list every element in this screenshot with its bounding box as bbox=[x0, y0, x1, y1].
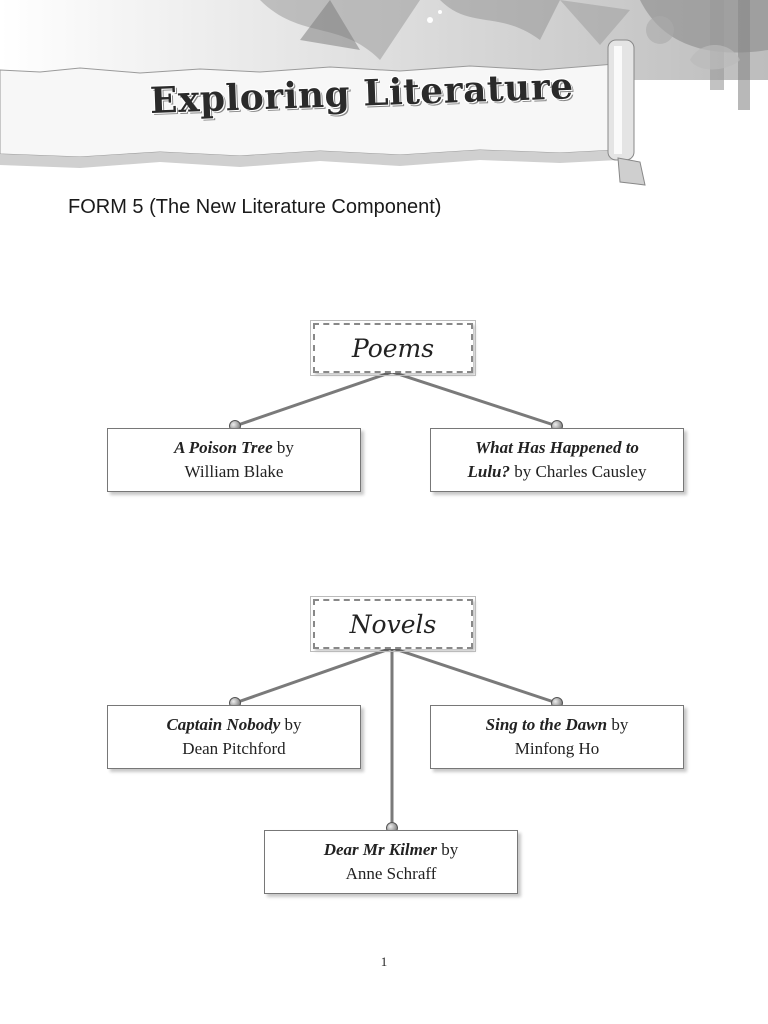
banner-art bbox=[0, 0, 768, 186]
item-author: Dean Pitchford bbox=[182, 739, 286, 758]
item-title: A Poison Tree bbox=[174, 438, 273, 457]
item-title: Sing to the Dawn bbox=[485, 715, 608, 734]
item-by-author: by Charles Causley bbox=[510, 462, 647, 481]
category-novels: Novels bbox=[310, 596, 476, 652]
item-author: Anne Schraff bbox=[345, 864, 437, 883]
category-poems: Poems bbox=[310, 320, 476, 376]
item-author: Minfong Ho bbox=[514, 739, 600, 758]
item-title: What Has Happened to bbox=[475, 438, 639, 457]
novel-dear-mr-kilmer: Dear Mr Kilmer by Anne Schraff bbox=[264, 830, 518, 894]
banner: Exploring Literature bbox=[0, 0, 768, 200]
novel-captain-nobody: Captain Nobody by Dean Pitchford bbox=[107, 705, 361, 769]
page-number: 1 bbox=[380, 954, 388, 969]
item-title: Dear Mr Kilmer bbox=[323, 840, 438, 859]
item-title-cont: Lulu? bbox=[467, 462, 511, 481]
poem-a-poison-tree: A Poison Tree by William Blake bbox=[107, 428, 361, 492]
item-title: Captain Nobody bbox=[166, 715, 281, 734]
item-author: William Blake bbox=[184, 462, 284, 481]
novel-sing-to-the-dawn: Sing to the Dawn by Minfong Ho bbox=[430, 705, 684, 769]
page-heading: FORM 5 (The New Literature Component) bbox=[68, 196, 442, 218]
item-by: by bbox=[272, 438, 294, 457]
item-by: by bbox=[437, 840, 459, 859]
poem-what-has-happened-to-lulu: What Has Happened to Lulu? by Charles Ca… bbox=[430, 428, 684, 492]
item-by: by bbox=[607, 715, 629, 734]
item-by: by bbox=[280, 715, 302, 734]
